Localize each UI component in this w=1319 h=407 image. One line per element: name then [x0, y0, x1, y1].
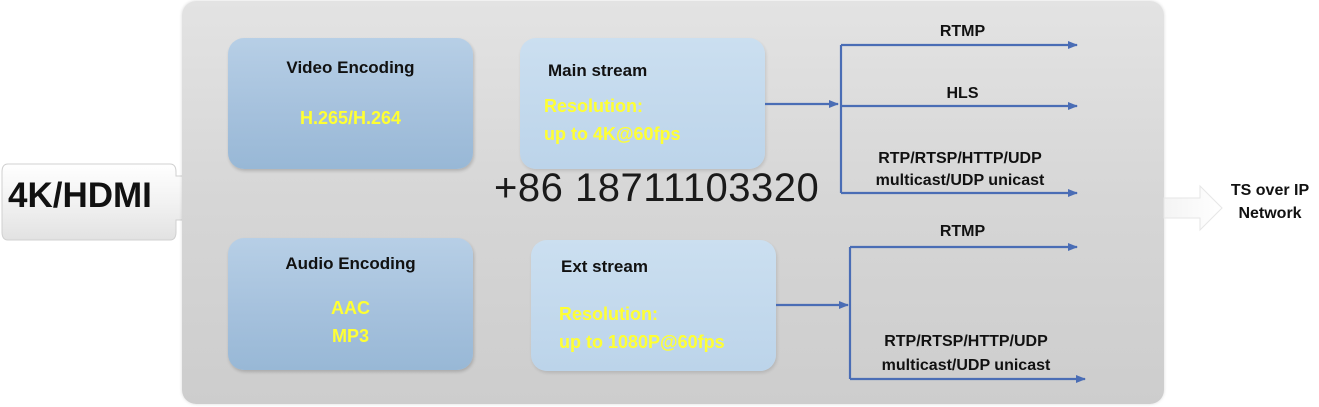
ext-stream-title: Ext stream [561, 257, 648, 276]
main-stream-resolution-value: up to 4K@60fps [544, 124, 681, 144]
audio-codec-mp3: MP3 [331, 326, 369, 346]
ext-stream-box: Ext stream Resolution: up to 1080P@60fps [531, 240, 776, 371]
main-multi-protocol-label: RTP/RTSP/HTTP/UDP [878, 150, 1042, 167]
audio-encoding-title: Audio Encoding [285, 254, 416, 273]
output-label-line2: Network [1238, 205, 1302, 222]
main-stream-title: Main stream [548, 61, 648, 80]
output-label-line1: TS over IP [1230, 182, 1310, 199]
input-label: 4K/HDMI [8, 176, 152, 215]
ext-stream-resolution-label: Resolution: [559, 304, 658, 324]
phone-number: +86 18711103320 [494, 166, 820, 210]
ext-stream-resolution-value: up to 1080P@60fps [559, 332, 725, 352]
video-codec: H.265/H.264 [299, 108, 402, 128]
ext-multicast-label: multicast/UDP unicast [881, 357, 1051, 374]
audio-encoding-box: Audio Encoding AAC MP3 [228, 238, 473, 370]
ext-rtmp-label: RTMP [939, 223, 986, 240]
audio-codec-aac: AAC [331, 298, 370, 318]
main-hls-label: HLS [946, 85, 979, 102]
video-encoding-title: Video Encoding [286, 58, 415, 77]
main-stream-box: Main stream Resolution: up to 4K@60fps [520, 38, 765, 169]
video-encoding-box: Video Encoding H.265/H.264 [228, 38, 473, 169]
ext-multi-protocol-label: RTP/RTSP/HTTP/UDP [884, 333, 1048, 350]
main-rtmp-label: RTMP [939, 23, 986, 40]
main-multicast-label: multicast/UDP unicast [875, 172, 1045, 189]
main-stream-resolution-label: Resolution: [544, 96, 643, 116]
